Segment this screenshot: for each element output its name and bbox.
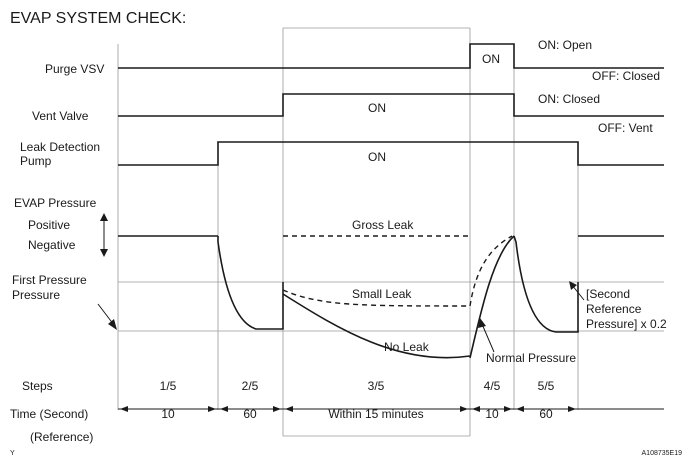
label-first-pressure-1: First Pressure [12, 273, 87, 287]
leak-pump-on-label: ON [368, 150, 386, 164]
figure-code: A108735E19 [642, 450, 683, 457]
pressure-reference-lines [118, 281, 664, 332]
purge-vsv-signal [118, 43, 664, 69]
time-values: 10 60 Within 15 minutes 10 60 [161, 407, 553, 421]
second-ref-label-1: [Second [586, 287, 630, 301]
steps-values: 1/5 2/5 3/5 4/5 5/5 [160, 379, 555, 393]
label-vent-valve: Vent Valve [32, 109, 89, 123]
normal-pressure-curve [469, 235, 515, 359]
vent-valve-on-closed: ON: Closed [538, 92, 600, 106]
small-leak-label: Small Leak [352, 287, 412, 301]
purge-vsv-on-label: ON [482, 52, 500, 66]
first-pressure-pointer [97, 303, 117, 330]
label-first-pressure-2: Pressure [12, 288, 60, 302]
purge-vsv-off-closed: OFF: Closed [592, 69, 660, 83]
label-purge-vsv: Purge VSV [45, 62, 104, 76]
step-boundaries [117, 27, 579, 437]
normal-pressure-label: Normal Pressure [486, 351, 576, 365]
leak-curves-dashed [282, 235, 513, 307]
time-sublabel: (Reference) [30, 430, 93, 444]
vent-valve-off-vent: OFF: Vent [598, 121, 653, 135]
step-2: 2/5 [242, 379, 259, 393]
evap-pressure-signal [118, 235, 664, 359]
time-step-1: 10 [161, 407, 175, 421]
time-step-2: 60 [243, 407, 257, 421]
time-step-3: Within 15 minutes [328, 407, 423, 421]
gross-leak-label: Gross Leak [352, 218, 414, 232]
purge-vsv-on-open: ON: Open [538, 38, 592, 52]
time-dimension-line [118, 406, 664, 412]
step-1: 1/5 [160, 379, 177, 393]
second-ref-pointer [569, 281, 585, 301]
positive-negative-arrow [100, 213, 108, 257]
label-evap-pressure: EVAP Pressure [14, 196, 97, 210]
diagram-title: EVAP SYSTEM CHECK: [10, 10, 186, 27]
first-pressure-drop-curve [217, 236, 284, 330]
normal-pressure-pointer [478, 318, 495, 353]
label-leak-pump-1: Leak Detection [20, 140, 100, 154]
label-negative: Negative [28, 238, 76, 252]
step-5: 5/5 [538, 379, 555, 393]
no-leak-label: No Leak [384, 340, 430, 354]
second-reference-curve [513, 235, 579, 333]
label-leak-pump-2: Pump [20, 154, 52, 168]
leak-pump-signal [118, 141, 664, 166]
small-leak-rise-curve [469, 235, 513, 307]
steps-label: Steps [22, 379, 53, 393]
time-step-4: 10 [485, 407, 499, 421]
footer-left-mark: Y [10, 450, 15, 457]
vent-valve-on-label: ON [368, 101, 386, 115]
step-4: 4/5 [484, 379, 501, 393]
time-step-5: 60 [539, 407, 553, 421]
label-positive: Positive [28, 218, 70, 232]
second-ref-label-3: Pressure] x 0.2 [586, 317, 667, 331]
time-label: Time (Second) [10, 407, 88, 421]
second-ref-label-2: Reference [586, 302, 642, 316]
no-leak-curve [282, 293, 471, 359]
step-3: 3/5 [368, 379, 385, 393]
vent-valve-signal [118, 93, 664, 117]
small-leak-curve [282, 289, 471, 307]
